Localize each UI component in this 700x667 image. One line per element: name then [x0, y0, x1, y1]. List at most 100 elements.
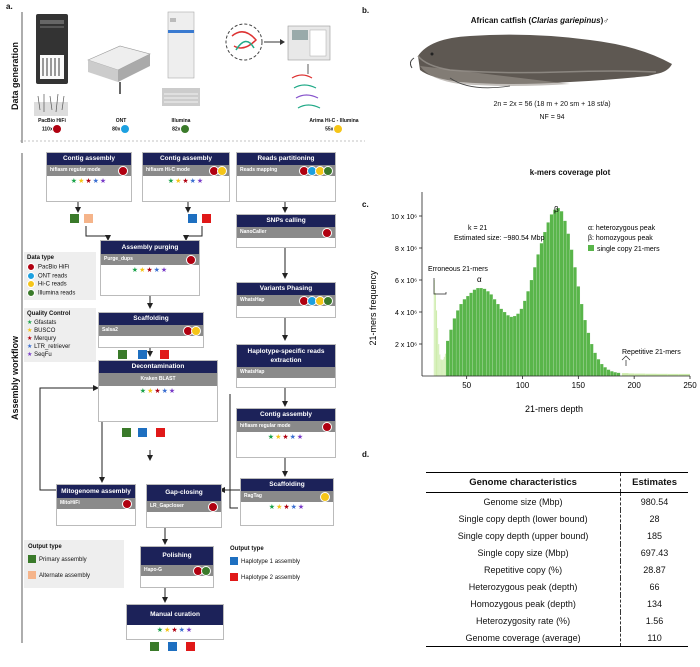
box-snps-calling: SNPs calling NanoCaller	[236, 214, 336, 248]
single-copy-kmer-bar	[522, 300, 527, 377]
panel-label-c: c.	[362, 200, 369, 209]
single-copy-kmer-bar	[583, 319, 587, 377]
legend-data-type: Data type PacBio HiFi ONT reads Hi-C rea…	[24, 252, 96, 301]
box-reads-partitioning: Reads partitioning Reads mapping	[236, 152, 336, 202]
single-copy-kmer-bar	[482, 288, 487, 377]
single-copy-kmer-bar	[566, 233, 571, 377]
primary-square	[70, 214, 79, 223]
single-copy-kmer-bar	[586, 332, 591, 377]
single-copy-kmer-bar	[466, 295, 470, 377]
single-copy-kmer-bar	[526, 291, 530, 377]
pacbio-dot	[118, 166, 128, 176]
pacbio-label: PacBio HiFi 110x	[38, 118, 66, 134]
repetitive-kmer-bar	[667, 373, 679, 376]
legend-output-type-1: Output type Primary assembly Alternate a…	[24, 540, 124, 588]
error-kmer-bar	[435, 310, 438, 377]
single-copy-kmer-bar	[559, 211, 564, 377]
table-row: Genome size (Mbp)980.54	[426, 492, 688, 510]
single-copy-kmer-bar	[486, 291, 490, 377]
legend-output-type-2: Output type Haplotype 1 assembly Haploty…	[230, 546, 301, 582]
single-copy-kmer-bar	[489, 294, 493, 377]
section-divider	[20, 140, 365, 142]
single-copy-kmer-bar	[499, 308, 504, 377]
primary-square	[122, 428, 131, 437]
single-copy-kmer-bar	[536, 254, 540, 377]
hic-icon	[225, 23, 331, 109]
single-copy-kmer-bar	[492, 299, 497, 377]
legend-beta: β: homozygous peak	[588, 235, 653, 242]
error-kmer-bar	[438, 343, 440, 377]
panel-label-a: a.	[6, 2, 13, 11]
hic-label: Arima Hi-C - Illumina 55x	[309, 118, 359, 134]
chart-title: k-mers coverage plot	[529, 168, 611, 177]
single-copy-kmer-bar	[469, 292, 473, 377]
box-contig-assembly-2: Contig assembly hifiasm Hi-C mode ★★★★★	[142, 152, 230, 202]
x-tick-label: 100	[516, 381, 530, 390]
box-scaffolding-salsa: Scaffolding Salsa2	[98, 312, 204, 348]
side-bracket	[21, 12, 23, 643]
box-contig-assembly-1: Contig assembly hifiasm regular mode ★★★…	[46, 152, 132, 202]
qc-stars: ★★★★★	[267, 434, 305, 441]
table-row: Heterozygosity rate (%)1.56	[426, 612, 688, 629]
single-copy-kmer-bar	[606, 369, 611, 377]
single-copy-kmer-bar	[546, 222, 550, 377]
genome-characteristics-table: Genome characteristics Estimates Genome …	[426, 472, 688, 647]
box-gap-closing: Gap-closing LR_Gapcloser	[146, 484, 222, 528]
box-scaffolding-ragtag: Scaffolding RagTag ★★★★★	[240, 478, 334, 526]
single-copy-kmer-bar	[506, 315, 510, 377]
catfish-image	[410, 34, 672, 89]
y-tick-label: 8 x 10⁶	[395, 246, 417, 253]
table-row: Genome coverage (average)110	[426, 629, 688, 647]
qc-stars: ★★★★★	[70, 178, 108, 185]
error-kmer-bar	[439, 354, 441, 377]
single-copy-kmer-bar	[596, 359, 601, 377]
single-copy-kmer-bar	[576, 286, 581, 377]
y-tick-label: 2 x 10⁶	[395, 342, 417, 349]
single-copy-kmer-bar	[610, 371, 614, 377]
repetitive-label: Repetitive 21-mers	[622, 349, 681, 356]
y-axis-label: 21-mers frequency	[368, 270, 378, 346]
legend-alpha: α: heterozygous peak	[588, 225, 656, 232]
error-kmer-bar	[442, 359, 444, 377]
alternate-square	[84, 214, 93, 223]
x-tick-label: 200	[627, 381, 641, 390]
illumina-dot	[179, 124, 190, 134]
error-kmer-bar	[434, 292, 437, 377]
header-characteristics: Genome characteristics	[426, 472, 621, 493]
box-variants-phasing: Variants Phasing WhatsHap	[236, 282, 336, 318]
error-kmer-bar	[444, 353, 447, 377]
legend-single-copy: single copy 21-mers	[597, 246, 660, 253]
repetitive-kmer-bar	[621, 373, 629, 376]
single-copy-kmer-bar	[556, 207, 560, 377]
box-assembly-purging: Assembly purging Purge_dups ★★★★★	[100, 240, 200, 296]
single-copy-kmer-bar	[452, 318, 457, 377]
error-kmer-bar	[443, 356, 445, 377]
single-copy-kmer-bar	[516, 313, 520, 377]
single-copy-kmer-bar	[569, 249, 574, 377]
single-copy-kmer-bar	[529, 279, 534, 377]
single-copy-kmer-bar	[496, 303, 500, 377]
star-icon: ★	[27, 344, 33, 350]
single-copy-kmer-bar	[455, 310, 460, 377]
star-icon: ★	[27, 336, 33, 342]
table-row: Single copy depth (upper bound)185	[426, 527, 688, 544]
single-copy-kmer-bar	[472, 289, 477, 377]
table-row: Homozygous peak (depth)134	[426, 595, 688, 612]
repetitive-kmer-bar	[678, 373, 690, 376]
primary-square	[118, 350, 127, 359]
estimated-size-label: Estimated size: ~980.54 Mbp	[454, 235, 545, 242]
alpha-label: α	[477, 275, 482, 284]
hap2-square	[156, 428, 165, 437]
error-kmer-bar	[436, 327, 439, 377]
hap2-square	[160, 350, 169, 359]
instruments-row: PacBio HiFi 110x ONT 80x Illumina 82x	[32, 10, 412, 140]
table-row: Repetitive copy (%)28.87	[426, 561, 688, 578]
x-tick-label: 150	[572, 381, 586, 390]
single-copy-kmer-bar	[533, 267, 537, 377]
pacbio-reads-icon	[34, 93, 68, 116]
repetitive-kmer-bar	[645, 373, 657, 376]
hap1-square	[168, 642, 177, 651]
table-row: Single copy depth (lower bound)28	[426, 510, 688, 527]
